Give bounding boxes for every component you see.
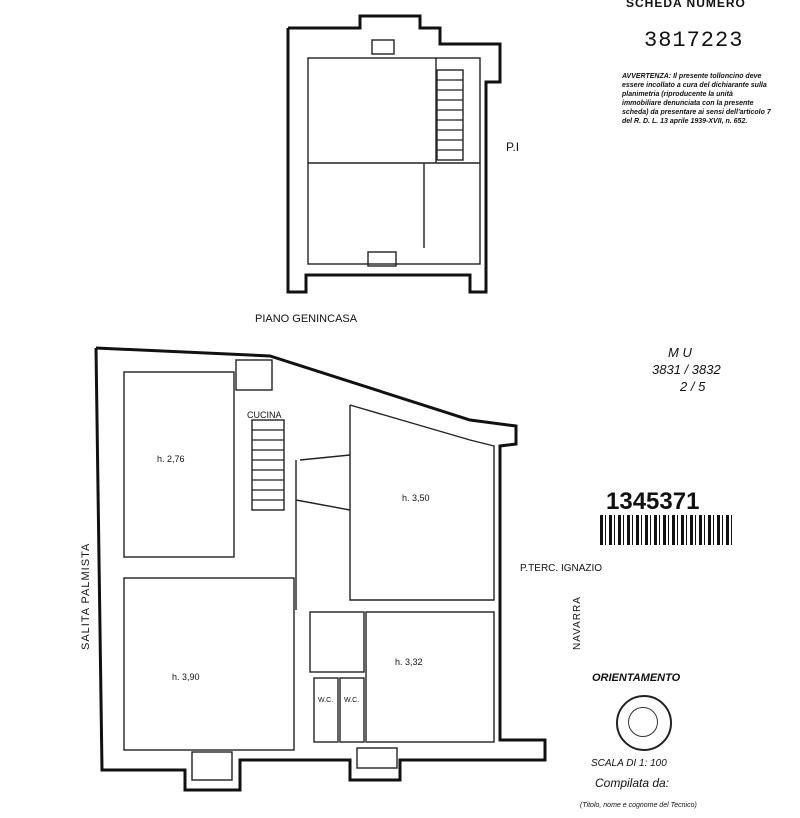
ground-floor-plan: [94, 346, 547, 792]
scale-row: SCALA DI 1: 100: [591, 758, 667, 769]
scheda-label: SCHEDA NUMERO: [626, 0, 746, 10]
street-left: SALITA PALMISTA: [80, 542, 92, 650]
barcode-graphic: [600, 515, 732, 545]
scheda-number: 3817223: [644, 28, 744, 53]
warning-note: AVVERTENZA: Il presente tolloncino deve …: [622, 72, 772, 126]
annotation-line2: 3831 / 3832: [652, 362, 721, 377]
upper-floor-label: P.I: [506, 140, 520, 154]
ground-floor-label: PIANO GENINCASA: [255, 313, 358, 325]
barcode-number: 1345371: [606, 488, 700, 515]
compass-icon: [616, 695, 672, 751]
annotation-line1: M U: [668, 345, 692, 360]
warning-title: AVVERTENZA:: [622, 73, 672, 80]
room-height-top-left: h. 2,76: [157, 454, 185, 464]
ground-stair: [251, 419, 285, 511]
scale-label: SCALA: [591, 758, 624, 769]
kitchen-label: CUCINA: [247, 410, 282, 420]
upper-stair: [436, 69, 464, 161]
room-height-bottom-right: h. 3,32: [395, 657, 423, 667]
wc-label-2: W.C.: [344, 697, 360, 704]
warning-text: Il presente tolloncino deve essere incol…: [622, 73, 771, 125]
annotation-line3: 2 / 5: [680, 379, 706, 394]
street-right-b: NAVARRA: [572, 596, 583, 650]
room-height-center: h. 3,50: [402, 493, 430, 503]
street-right-a-text: P.TERC. IGNAZIO: [520, 563, 603, 574]
room-height-bottom-left: h. 3,90: [172, 672, 200, 682]
upper-floor-plan: [286, 14, 502, 294]
scale-value: 100: [650, 758, 667, 769]
compiled-by-label: Compilata da:: [595, 776, 670, 790]
street-right-a: P.TERC. IGNAZIO: [520, 563, 602, 574]
orientation-label: ORIENTAMENTO: [592, 672, 681, 684]
wc-label-1: W.C.: [318, 697, 334, 704]
credit-note: (Titolo, nome e cognome del Tecnico): [580, 802, 697, 809]
scale-prefix: DI 1:: [626, 758, 648, 769]
